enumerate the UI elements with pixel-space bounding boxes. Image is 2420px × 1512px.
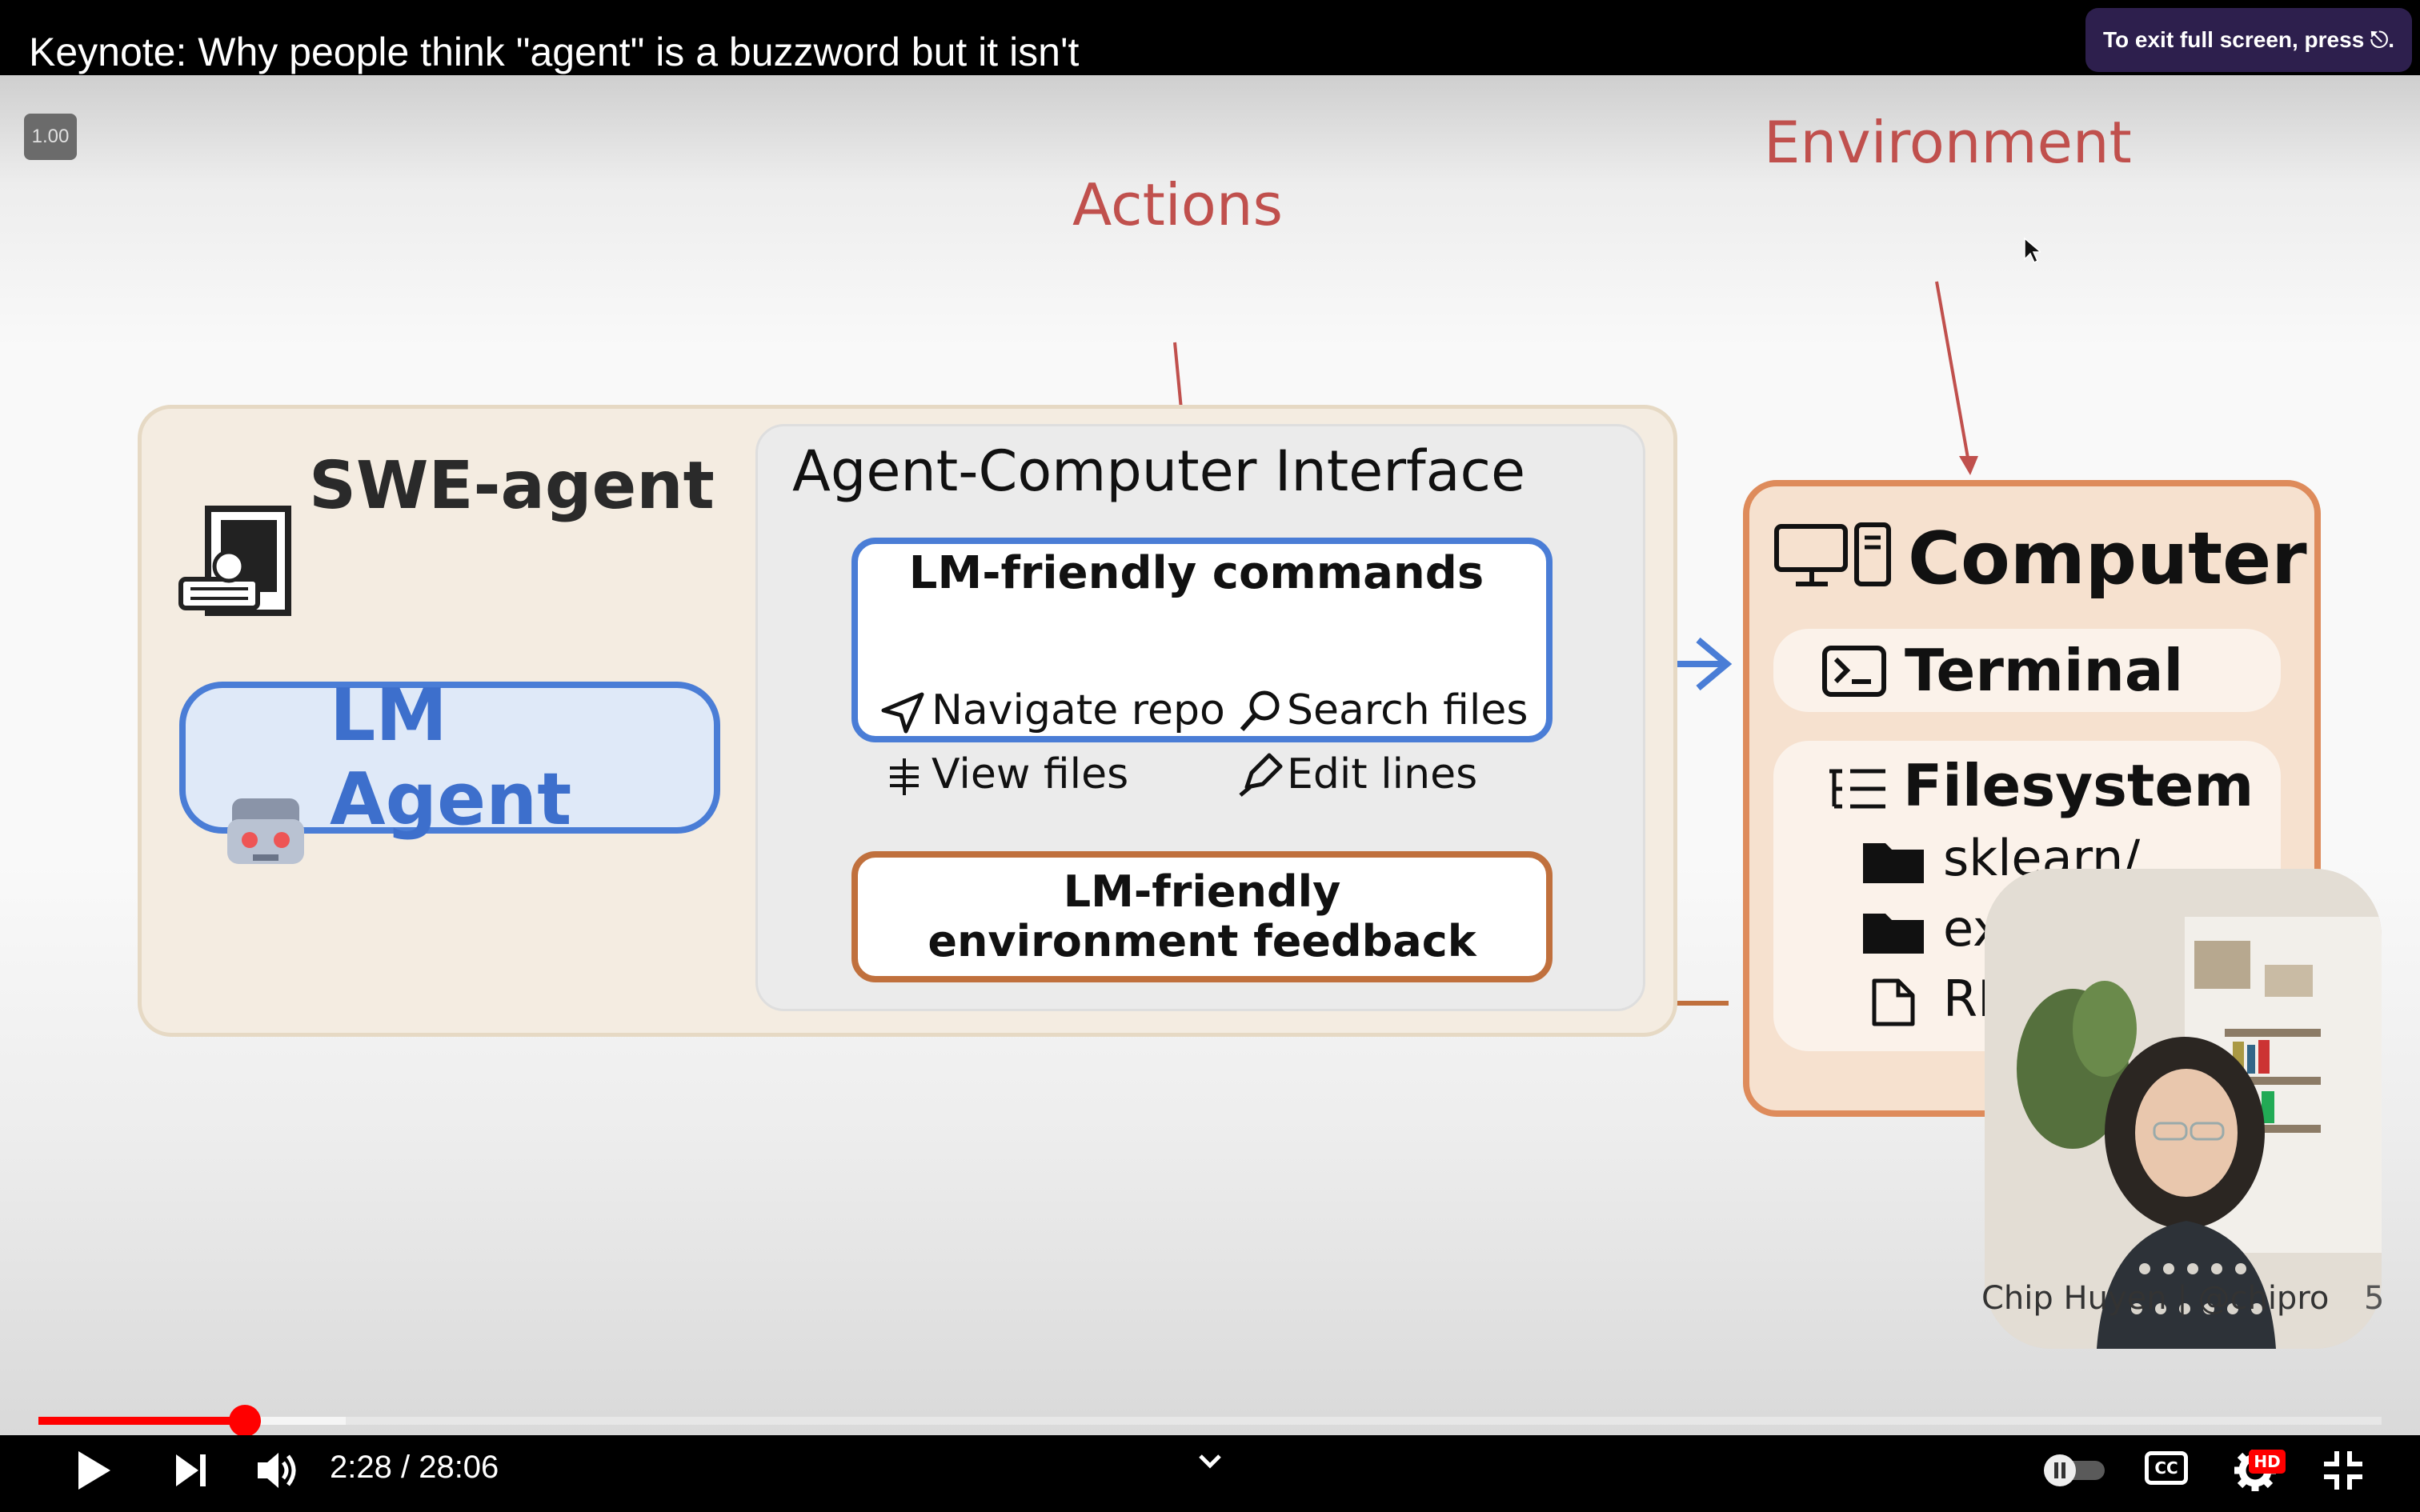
edit-pen-icon	[1239, 753, 1283, 797]
subtitles-label: CC	[2154, 1458, 2178, 1478]
player-controls	[0, 1435, 2420, 1512]
navigate-icon	[881, 692, 924, 734]
swe-agent-logo-icon	[178, 506, 291, 616]
folder-icon	[1863, 843, 1924, 883]
progress-played	[38, 1417, 245, 1425]
terminal-icon	[1822, 646, 1886, 697]
computer-icon	[1774, 522, 1891, 586]
video-title[interactable]: Keynote: Why people think "agent" is a b…	[29, 30, 1080, 74]
environment-arrow	[1935, 281, 1970, 463]
computer-title: Computer	[1908, 517, 2307, 601]
feedback-line-1: LM-friendly	[1063, 866, 1341, 917]
time-separator: /	[391, 1450, 419, 1485]
command-search-files: Search files	[1287, 686, 1529, 734]
folder-icon	[1863, 914, 1924, 954]
actions-label: Actions	[1072, 171, 1284, 238]
chevron-down-icon[interactable]	[1196, 1451, 1224, 1472]
feedback-line-2: environment feedback	[928, 916, 1476, 966]
volume-icon[interactable]	[254, 1448, 301, 1493]
lm-agent-label: LM Agent	[330, 674, 572, 842]
exit-fullscreen-icon[interactable]	[2321, 1448, 2366, 1493]
playback-speed-badge: 1.00	[24, 114, 77, 160]
slide-number: 5	[2364, 1280, 2385, 1317]
environment-label: Environment	[1764, 109, 2132, 176]
command-view-files: View files	[932, 750, 1129, 798]
current-time: 2:28	[330, 1450, 392, 1485]
view-files-icon	[890, 758, 919, 795]
play-icon[interactable]	[74, 1448, 114, 1493]
filesystem-title: Filesystem	[1903, 752, 2254, 819]
robot-icon	[227, 798, 304, 864]
speaker-credit: Chip Huyen | @chipro	[1981, 1280, 2330, 1317]
exit-fullscreen-toast: To exit full screen, press ⎋.	[2085, 8, 2412, 72]
speaker-video-image	[1985, 869, 2382, 1349]
commands-box	[851, 538, 1553, 742]
progress-track[interactable]	[38, 1417, 2382, 1425]
terminal-label: Terminal	[1905, 637, 2184, 704]
commands-title: LM-friendly commands	[908, 547, 1484, 599]
subtitles-icon[interactable]: CC	[2145, 1451, 2188, 1485]
duration: 28:06	[419, 1450, 499, 1485]
file-icon	[1872, 978, 1915, 1026]
swe-agent-title: SWE-agent	[309, 448, 715, 524]
search-icon	[1240, 690, 1280, 731]
title-bar	[0, 0, 2420, 75]
command-edit-lines: Edit lines	[1287, 750, 1478, 798]
feedback-box: LM-friendly environment feedback	[851, 851, 1553, 982]
next-icon[interactable]	[171, 1451, 210, 1490]
progress-scrubber-handle[interactable]	[229, 1405, 261, 1437]
time-display: 2:28 / 28:06	[330, 1450, 499, 1486]
hd-badge: HD	[2249, 1450, 2286, 1474]
speaker-camera	[1985, 869, 2382, 1349]
list-tree-icon	[1829, 769, 1885, 809]
mouse-cursor-icon	[2024, 237, 2041, 264]
command-navigate-repo: Navigate repo	[932, 686, 1225, 734]
aci-title: Agent-Computer Interface	[792, 438, 1526, 504]
autoplay-toggle[interactable]	[2039, 1451, 2108, 1488]
terminal-row	[1773, 629, 2281, 712]
